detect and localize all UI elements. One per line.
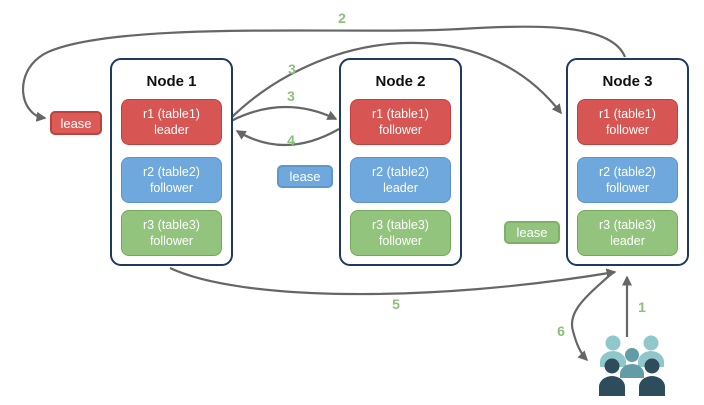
node-1-range-r2: r2 (table2) follower <box>121 157 222 203</box>
arrow-3-node1-to-node2 <box>230 105 338 122</box>
step-label-5: 5 <box>392 296 400 312</box>
node-2-title: Node 2 <box>375 73 426 90</box>
node-3-container: Node 3 r1 (table1) follower r2 (table2) … <box>566 58 689 266</box>
step-label-4: 4 <box>287 132 295 148</box>
node-3-range-r2: r2 (table2) follower <box>577 157 678 203</box>
range-name: r2 (table2) <box>599 164 656 179</box>
range-role: follower <box>605 123 650 137</box>
range-role: follower <box>378 234 423 248</box>
step-label-3a: 3 <box>288 61 296 77</box>
node-3-title: Node 3 <box>602 73 653 90</box>
step-label-6: 6 <box>557 323 565 339</box>
range-role: follower <box>378 123 423 137</box>
arrow-6-node3-to-users <box>570 274 611 362</box>
node-1-range-r3: r3 (table3) follower <box>121 210 222 256</box>
arrow-4-node2-to-node1 <box>235 128 340 147</box>
node-2-range-r2: r2 (table2) leader <box>350 157 451 203</box>
range-name: r3 (table3) <box>372 217 429 232</box>
node-1-range-r1: r1 (table1) leader <box>121 99 222 145</box>
users-group-icon <box>599 335 665 396</box>
node-2-range-r3: r3 (table3) follower <box>350 210 451 256</box>
range-name: r1 (table1) <box>372 106 429 121</box>
range-name: r3 (table3) <box>143 217 200 232</box>
node-3-range-r3: r3 (table3) leader <box>577 210 678 256</box>
lease-badge-r2: lease <box>277 165 333 188</box>
step-label-1: 1 <box>638 299 646 315</box>
node-2-range-r1: r1 (table1) follower <box>350 99 451 145</box>
range-role: leader <box>383 181 418 195</box>
range-role: follower <box>605 181 650 195</box>
step-label-2: 2 <box>338 10 346 26</box>
arrow-5-node1-to-node3 <box>169 267 617 296</box>
range-role: leader <box>154 123 189 137</box>
range-role: follower <box>149 234 194 248</box>
lease-badge-r3: lease <box>504 221 560 244</box>
range-role: follower <box>149 181 194 195</box>
range-name: r1 (table1) <box>143 106 200 121</box>
arrow-2-node3-to-lease1 <box>22 25 627 122</box>
range-name: r1 (table1) <box>599 106 656 121</box>
node-1-container: Node 1 r1 (table1) leader r2 (table2) fo… <box>110 58 233 266</box>
node-3-range-r1: r1 (table1) follower <box>577 99 678 145</box>
node-2-container: Node 2 r1 (table1) follower r2 (table2) … <box>339 58 462 266</box>
node-1-title: Node 1 <box>146 73 197 90</box>
lease-badge-r1: lease <box>50 111 102 135</box>
range-role: leader <box>610 234 645 248</box>
range-name: r3 (table3) <box>599 217 656 232</box>
range-name: r2 (table2) <box>372 164 429 179</box>
range-name: r2 (table2) <box>143 164 200 179</box>
step-label-3b: 3 <box>287 88 295 104</box>
arrow-3-node1-to-node3 <box>229 41 562 120</box>
